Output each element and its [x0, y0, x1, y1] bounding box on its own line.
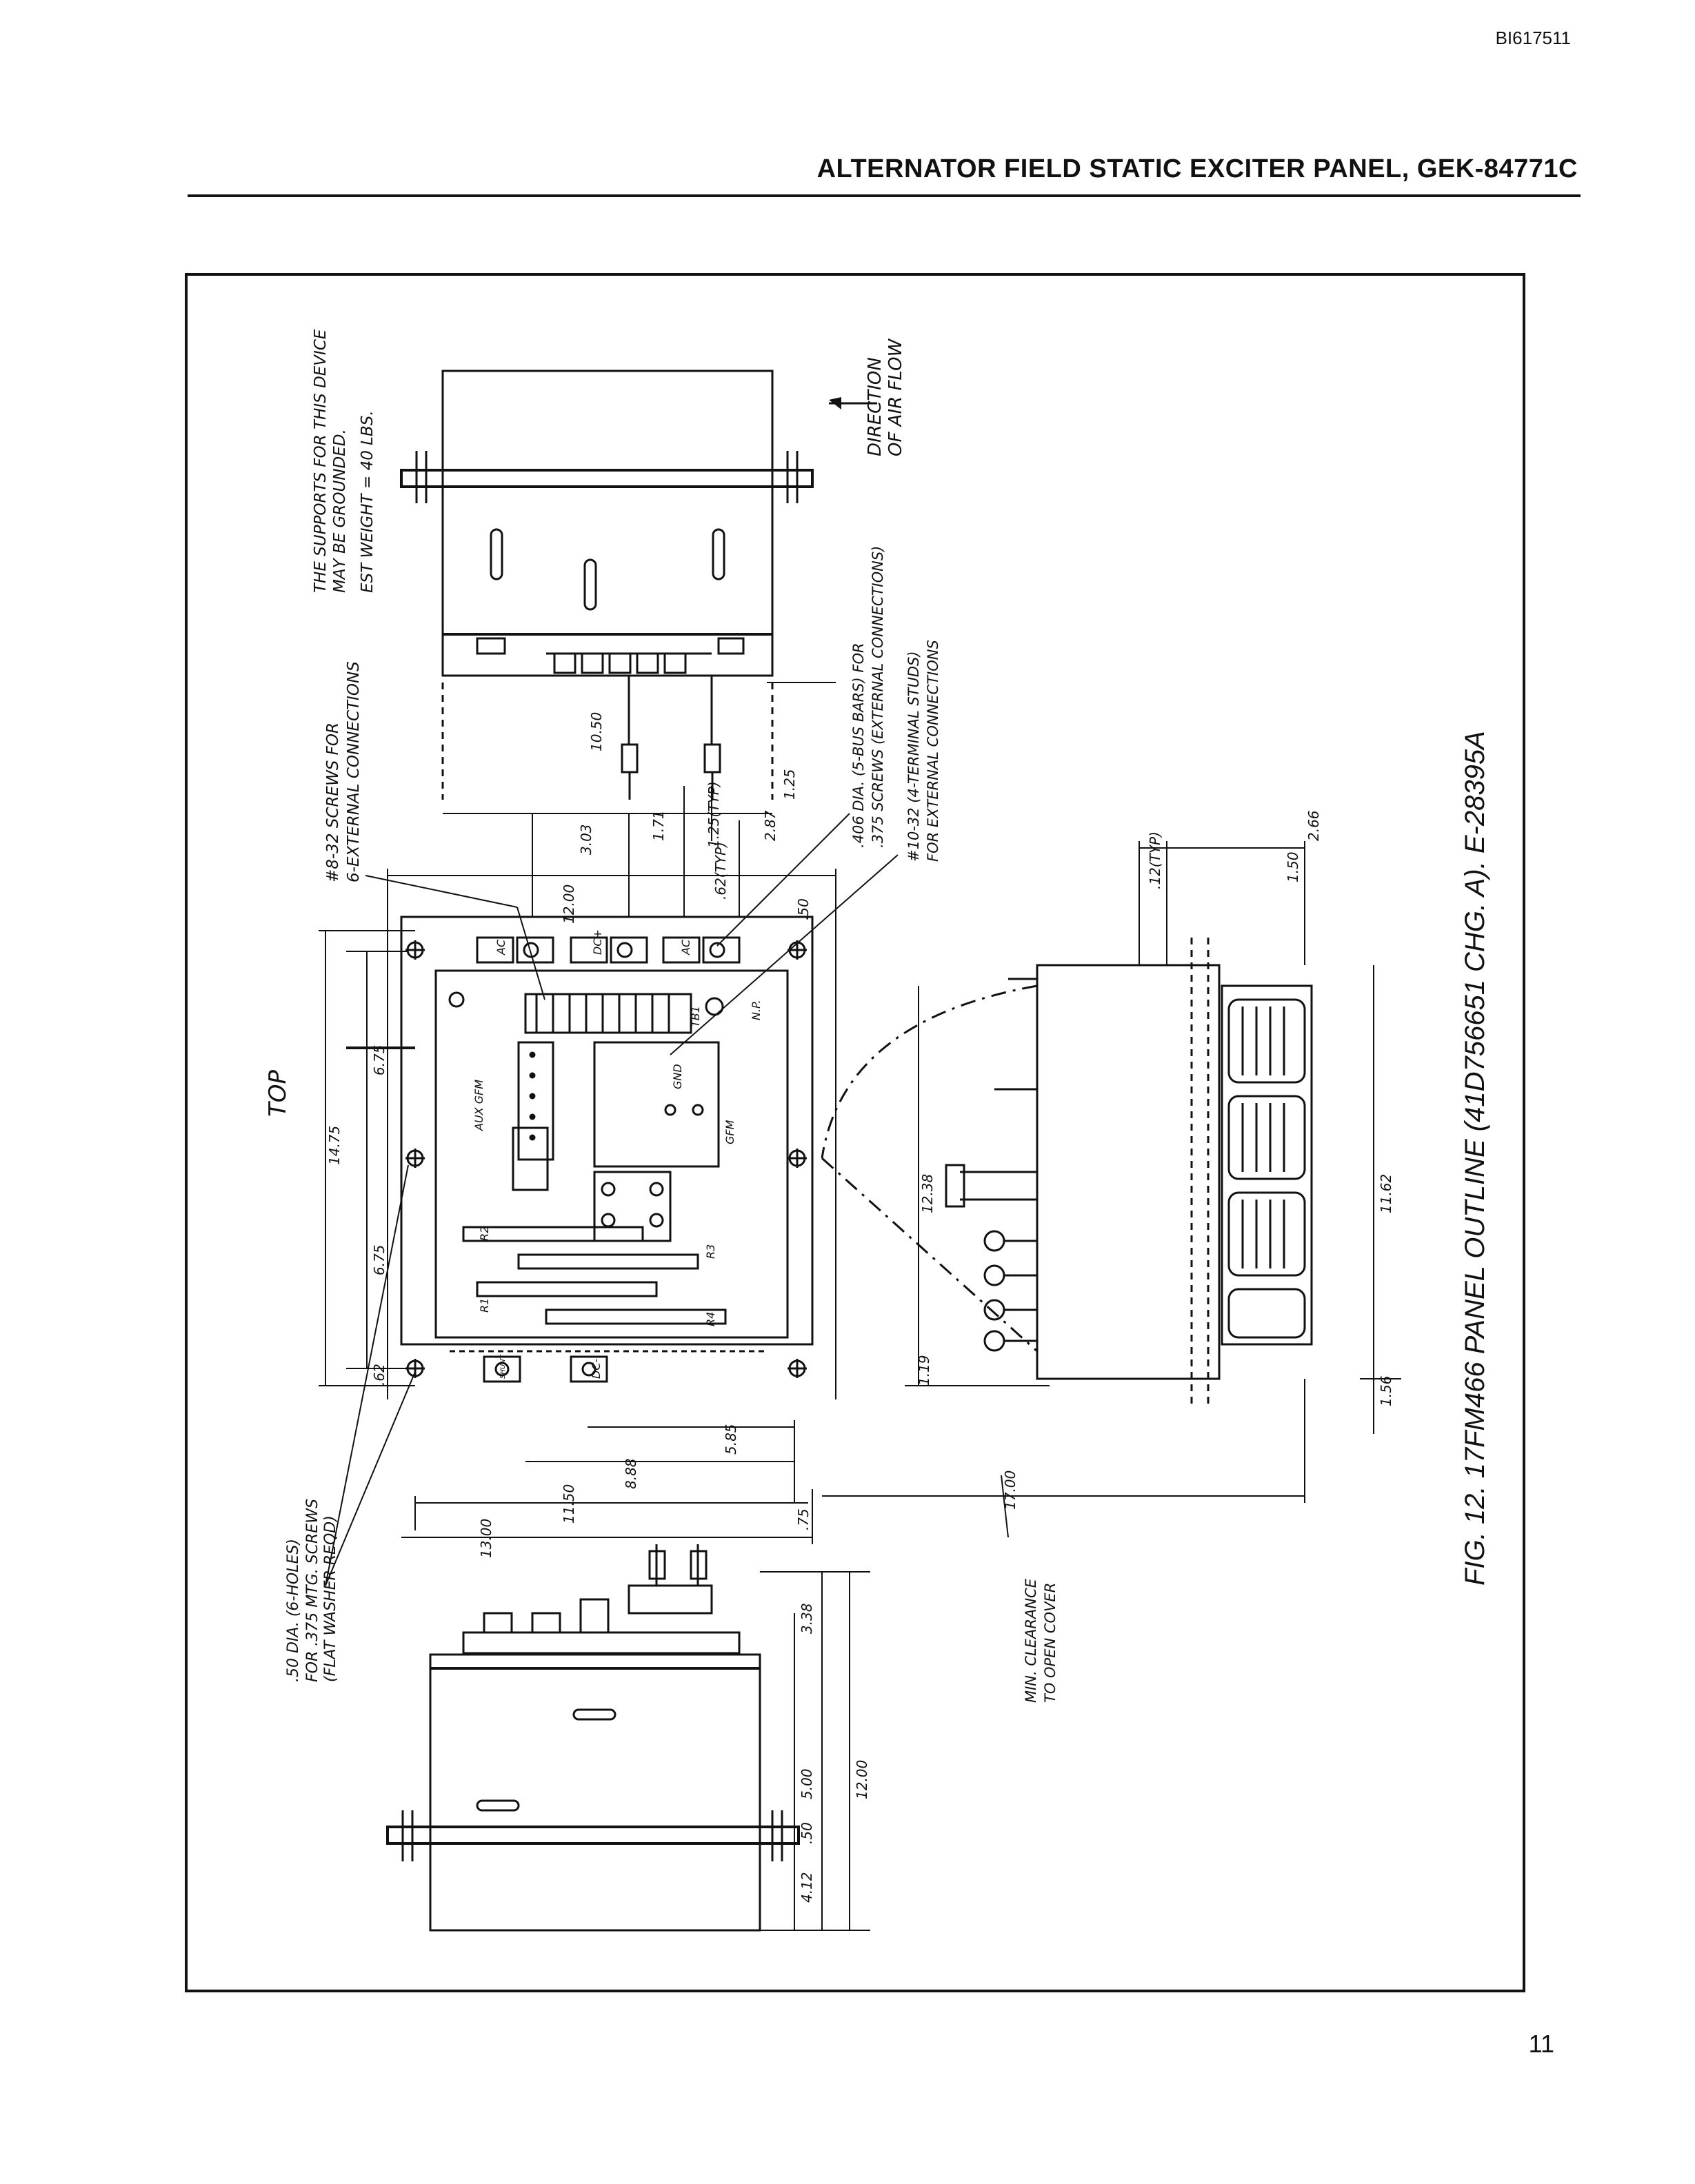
dim-12-00-lower: 12.00	[854, 1760, 870, 1799]
dim-8-88: 8.88	[623, 1458, 639, 1489]
dim-13-00: 13.00	[478, 1519, 494, 1558]
dim-62-typ: .62(TYP)	[712, 842, 729, 900]
label-r3: R3	[704, 1244, 717, 1259]
page-number: 11	[1528, 2030, 1554, 2058]
terminal-studs-note: #10-32 (4-TERMINAL STUDS) FOR EXTERNAL C…	[905, 640, 941, 862]
airflow-note: DIRECTION OF AIR FLOW	[865, 338, 906, 456]
label-gfm: GFM	[723, 1120, 736, 1144]
dim-5-00: 5.00	[799, 1768, 815, 1799]
dim-17-00: 17.00	[1002, 1470, 1019, 1510]
label-dc-plus: DC+	[591, 929, 604, 955]
dim-1-25: 1.25	[781, 769, 798, 800]
document-id: BI617511	[1495, 28, 1571, 48]
dim-2-66: 2.66	[1305, 810, 1322, 841]
dim-2-87: 2.87	[762, 810, 779, 841]
dim-3-03: 3.03	[578, 824, 594, 855]
label-tb1: TB1	[689, 1006, 702, 1027]
panel-outline-drawing: THE SUPPORTS FOR THIS DEVICE MAY BE GROU…	[264, 324, 1490, 1932]
label-gnd: GND	[671, 1064, 684, 1089]
figure-caption: FIG. 12. 17FM466 PANEL OUTLINE (41D75665…	[1460, 731, 1490, 1586]
clearance-note: MIN. CLEARANCE TO OPEN COVER	[1023, 1574, 1059, 1703]
label-r4: R4	[704, 1312, 717, 1326]
top-view-label: TOP	[264, 1069, 292, 1117]
top-view-panel	[346, 916, 814, 1383]
dim-4-12: 4.12	[799, 1872, 815, 1903]
label-shunt: SHUNT	[499, 1354, 507, 1379]
dimension-lines	[319, 682, 1401, 1931]
label-dc-minus: DC-	[590, 1359, 603, 1379]
dim-50-lower: .50	[799, 1822, 815, 1844]
dim-75: .75	[795, 1508, 812, 1530]
header-rule	[188, 194, 1581, 197]
document-title: ALTERNATOR FIELD STATIC EXCITER PANEL, G…	[816, 154, 1578, 183]
dim-50: .50	[795, 898, 812, 920]
dim-6-75-lower: 6.75	[371, 1244, 388, 1275]
dim-14-75: 14.75	[326, 1126, 343, 1165]
label-ac-2: AC	[679, 939, 692, 956]
label-r1: R1	[478, 1298, 491, 1313]
dim-12-38: 12.38	[919, 1174, 936, 1213]
lower-side-view	[386, 1544, 800, 1932]
label-ac-1: AC	[494, 939, 508, 956]
dim-1-50: 1.50	[1285, 851, 1301, 882]
dim-1-71: 1.71	[650, 810, 667, 841]
dim-3-38: 3.38	[799, 1603, 815, 1634]
right-side-view	[821, 938, 1313, 1406]
dim-1-56: 1.56	[1378, 1375, 1394, 1406]
mounting-holes-note: .50 DIA. (6-HOLES) FOR .375 MTG. SCREWS …	[285, 1494, 339, 1682]
label-r2: R2	[478, 1226, 491, 1241]
label-np: N.P.	[750, 1000, 763, 1020]
leader-lines	[325, 813, 1009, 1586]
dim-12-typ: .12(TYP)	[1147, 831, 1163, 889]
upper-side-view	[400, 370, 877, 800]
dim-11-62: 11.62	[1378, 1174, 1394, 1213]
dim-1-25-typ: 1.25(TYP)	[705, 781, 722, 848]
dim-1-19: 1.19	[916, 1355, 932, 1386]
dim-10-50: 10.50	[588, 712, 605, 751]
dim-12-00-top: 12.00	[561, 884, 577, 924]
screws-832-note: #8-32 SCREWS FOR 6-EXTERNAL CONNECTIONS	[324, 661, 363, 882]
dim-6-75-upper: 6.75	[371, 1044, 388, 1075]
weight-note: EST WEIGHT = 40 LBS.	[359, 410, 377, 593]
figure-text: THE SUPPORTS FOR THIS DEVICE MAY BE GROU…	[264, 324, 1490, 1903]
dim-11-50: 11.50	[561, 1484, 577, 1524]
grounding-note: THE SUPPORTS FOR THIS DEVICE MAY BE GROU…	[312, 324, 349, 593]
label-aux-gfm: AUX GFM	[472, 1080, 485, 1131]
dim-62: .62	[371, 1364, 388, 1386]
dim-5-85: 5.85	[723, 1424, 739, 1455]
figure-frame: THE SUPPORTS FOR THIS DEVICE MAY BE GROU…	[185, 273, 1525, 1992]
bus-bars-note: .406 DIA. (5-BUS BARS) FOR .375 SCREWS (…	[850, 546, 886, 848]
